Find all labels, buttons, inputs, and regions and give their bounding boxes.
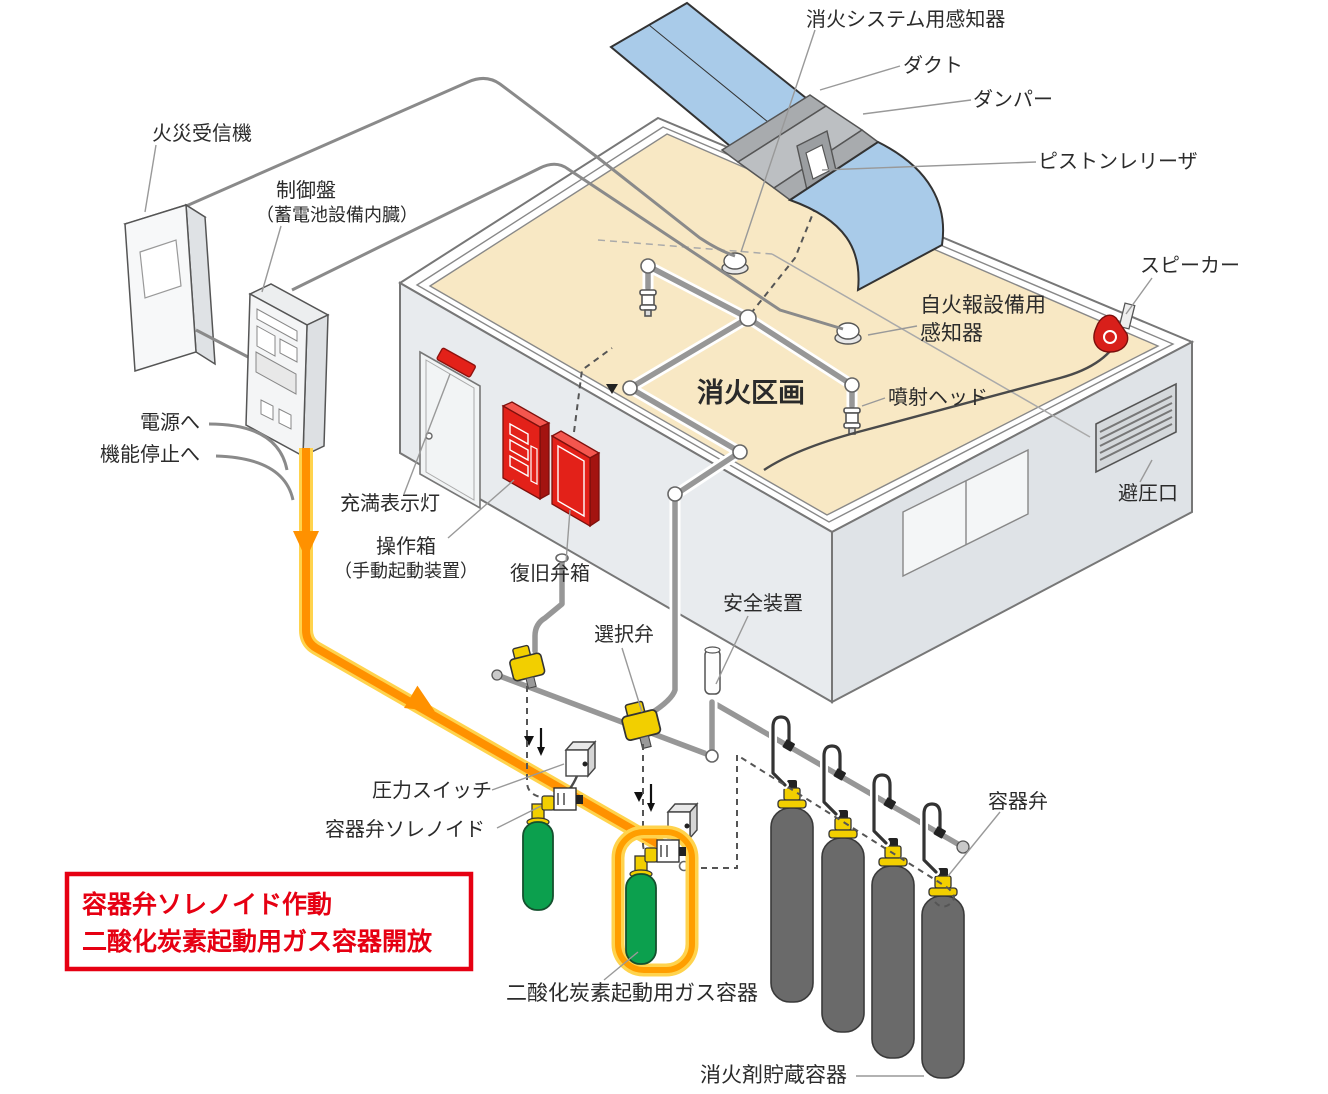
label-fire-alarm-detector-2: 感知器	[920, 321, 983, 345]
label-full-indicator-lamp: 充満表示灯	[340, 491, 440, 515]
pipe-elbow-fitting	[732, 444, 748, 460]
selector-valve	[509, 644, 546, 689]
door	[419, 350, 481, 510]
collecting-pipe	[494, 672, 715, 759]
pilot-dashed-1	[526, 686, 553, 801]
storage-cylinder	[871, 865, 915, 1059]
fire-alarm-detector	[834, 322, 862, 345]
receiver-display	[139, 239, 182, 299]
activation-glow-core	[615, 829, 695, 973]
damper-control-dashed-line	[751, 195, 821, 313]
pigtail-loop	[820, 742, 846, 818]
container-valve-solenoid	[644, 839, 686, 863]
pressure-relief-vent	[1095, 382, 1177, 474]
pigtail-loop	[920, 800, 946, 876]
label-fire-alarm-detector-1: 自火報設備用	[920, 293, 1046, 317]
ceiling-surface	[428, 133, 1160, 516]
receiver-wire	[167, 77, 736, 258]
alert-box: 容器弁ソレノイド作動 二酸化炭素起動用ガス容器開放	[64, 871, 474, 972]
pipe-elbow-fitting	[622, 380, 638, 396]
label-operation-box-1: 操作箱	[376, 534, 436, 558]
container-valve	[828, 810, 858, 839]
label-operation-box-2: （手動起動装置）	[334, 561, 478, 582]
label-control-panel-2: （蓄電池設備内臓）	[256, 205, 418, 226]
pipe-elbow-fitting	[640, 258, 656, 274]
cylinder-station	[491, 553, 970, 1079]
pipe-tee-fitting	[739, 309, 757, 327]
pipe-elbow-fitting	[667, 486, 683, 502]
label-to-function-stop: 機能停止へ	[100, 442, 200, 466]
label-pressure-switch: 圧力スイッチ	[372, 778, 492, 802]
label-fire-system-detector: 消火システム用感知器	[806, 7, 1005, 31]
recovery-valve-box	[550, 430, 601, 528]
label-damper: ダンパー	[973, 87, 1053, 111]
container-valve	[777, 780, 807, 809]
receiver-to-panel-wire	[195, 328, 251, 360]
pipe-elbow-fitting	[844, 377, 860, 393]
discharge-head	[639, 289, 657, 317]
label-container-valve-solenoid: 容器弁ソレノイド	[325, 817, 485, 841]
building	[398, 116, 1195, 704]
suppression-detector	[721, 252, 749, 275]
label-selector-valve: 選択弁	[594, 622, 654, 646]
label-fire-compartment: 消火区画	[697, 378, 805, 409]
wiring	[167, 77, 1123, 471]
starter-gas-bottle	[522, 787, 583, 911]
label-control-panel-1: 制御盤	[276, 178, 336, 202]
partition-line	[771, 253, 1091, 438]
storage-cylinder	[821, 837, 865, 1033]
label-to-power: 電源へ	[140, 410, 200, 434]
speaker	[1093, 302, 1136, 353]
control-panel	[245, 283, 330, 458]
label-speaker: スピーカー	[1140, 253, 1240, 277]
pigtail-loop	[769, 713, 795, 789]
power-wire	[208, 422, 289, 471]
label-discharge-head: 噴射ヘッド	[888, 385, 988, 409]
full-indicator-lamp	[436, 347, 476, 378]
starter-gas-bottle-activated	[625, 839, 686, 965]
label-fire-receiver: 火災受信機	[152, 121, 252, 145]
storage-cylinder	[770, 807, 814, 1003]
label-safety-device: 安全装置	[723, 591, 803, 615]
discharge-head	[843, 407, 861, 435]
speaker-wire	[763, 333, 1123, 471]
alert-line-1: 容器弁ソレノイド作動	[82, 890, 332, 919]
label-duct: ダクト	[903, 53, 963, 77]
pilot-dashed-2	[642, 744, 663, 861]
zone-riser-pipe	[627, 315, 751, 717]
ceiling-piping	[573, 195, 862, 720]
label-recovery-valve-box: 復旧弁箱	[510, 561, 590, 585]
operation-box	[501, 401, 551, 501]
fire-receiver-panel	[123, 203, 216, 372]
label-agent-storage-container: 消火剤貯蔵容器	[700, 1063, 847, 1087]
label-co2-starter-gas-container: 二酸化炭素起動用ガス容器	[506, 981, 758, 1005]
pressure-switch	[564, 740, 597, 778]
signal-arrow-icon	[293, 531, 319, 559]
control-panel-wire	[291, 162, 844, 331]
signal-arrow-icon	[404, 685, 435, 712]
label-container-valve: 容器弁	[988, 789, 1048, 813]
activation-signal-path	[293, 448, 676, 859]
pigtail-loop	[870, 771, 896, 847]
text-labels: 消火システム用感知器 ダクト ダンパー ピストンレリーザ スピーカー 自火報設備…	[100, 7, 1240, 1087]
label-pressure-relief-vent: 避圧口	[1118, 481, 1178, 505]
container-valve	[878, 838, 908, 867]
flow-symbols	[524, 728, 655, 812]
alert-line-2: 二酸化炭素起動用ガス容器開放	[82, 927, 433, 956]
wall-panel	[902, 448, 1029, 578]
roof-parapet-line	[415, 126, 1175, 523]
pressure-switch	[666, 802, 699, 840]
label-piston-releaser: ピストンレリーザ	[1038, 149, 1198, 173]
selector-riser-1	[532, 557, 565, 654]
duct-elbow	[787, 140, 944, 292]
leader-lines	[144, 29, 1153, 1077]
container-valve-solenoid	[541, 787, 583, 811]
storage-cylinder	[921, 895, 965, 1079]
flow-arrow-icon	[606, 384, 618, 394]
function-stop-wire	[215, 454, 295, 501]
safety-device	[704, 646, 721, 695]
